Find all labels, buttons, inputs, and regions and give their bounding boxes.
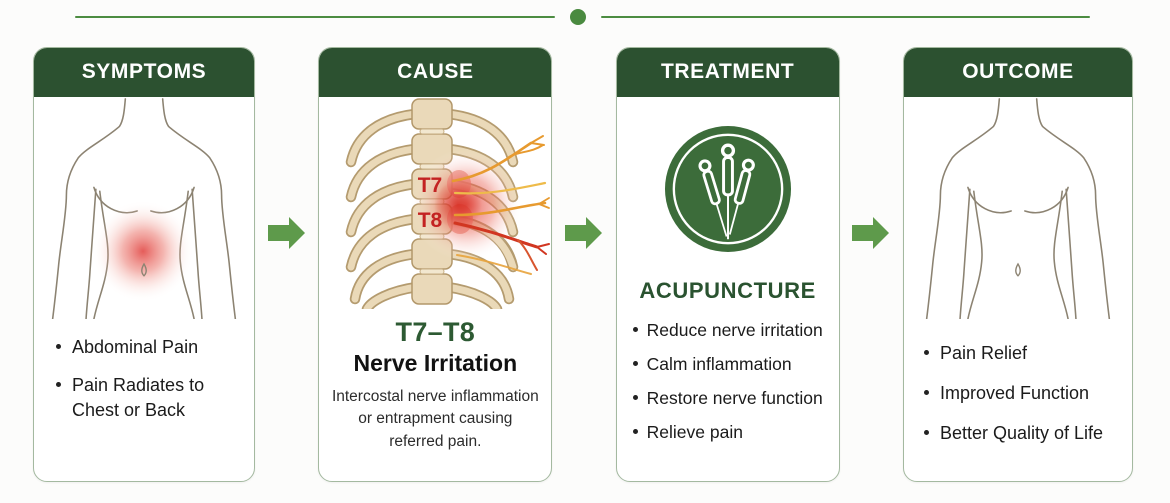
list-item: Calm inflammation: [632, 352, 833, 376]
bullet-icon: [56, 381, 61, 387]
torso-healthy-illustration: [925, 98, 1111, 319]
card-cause: CAUSE: [318, 47, 553, 482]
list-item: Pain Radiates to Chest or Back: [56, 373, 246, 423]
arrow-right-icon: [852, 217, 890, 249]
bullet-icon: [923, 350, 929, 355]
list-item-text: Better Quality of Life: [939, 422, 1104, 443]
pain-glow: [91, 200, 195, 303]
navel: [1015, 262, 1021, 277]
torso-pain-illustration: [51, 98, 237, 319]
treatment-list: Reduce nerve irritation Calm inflammatio…: [617, 304, 839, 455]
divider-line-left: [75, 16, 555, 18]
vertebra-label-t8: T8: [418, 209, 443, 232]
cause-description: Intercostal nerve inflammation or entrap…: [331, 388, 539, 450]
divider-dot: [570, 9, 586, 25]
list-item-text: Restore nerve function: [646, 388, 823, 409]
list-item-text: Reduce nerve irritation: [646, 320, 823, 340]
flow-step-gap: [552, 47, 615, 482]
cause-title: T7–T8: [395, 317, 476, 347]
list-item-text: Pain Radiates to Chest or Back: [72, 374, 205, 420]
bullet-icon: [632, 395, 638, 401]
intercostal-nerves: [452, 135, 551, 275]
card-symptoms-title: SYMPTOMS: [34, 48, 254, 97]
card-cause-title: CAUSE: [319, 48, 552, 97]
list-item-text: Improved Function: [939, 382, 1090, 403]
list-item-text: Pain Relief: [939, 343, 1028, 363]
vertebra-label-t7: T7: [418, 174, 443, 197]
bullet-icon: [632, 361, 638, 367]
navel: [141, 262, 147, 277]
cause-subtitle: Nerve Irritation: [353, 350, 518, 376]
arrow-right-icon: [267, 217, 305, 249]
flow-diagram: SYMPTOMS: [33, 47, 1133, 482]
card-outcome-title: OUTCOME: [903, 48, 1132, 97]
list-item: Relieve pain: [632, 420, 833, 444]
list-item: Improved Function: [923, 381, 1126, 406]
list-item: Reduce nerve irritation: [632, 318, 833, 342]
list-item-text: Abdominal Pain: [72, 337, 199, 357]
divider-line-right: [601, 16, 1090, 18]
inflammation-glow: [410, 149, 523, 261]
bullet-icon: [923, 389, 929, 395]
bullet-icon: [923, 429, 929, 435]
card-treatment-title: TREATMENT: [616, 48, 839, 97]
card-outcome: OUTCOME Pain Relief: [902, 47, 1133, 482]
acupuncture-needles-icon: [664, 125, 791, 253]
ribcage-spine-illustration: T7 T8: [346, 98, 551, 309]
outcome-list: Pain Relief Improved Function Better Qua…: [904, 319, 1132, 460]
list-item: Abdominal Pain: [56, 335, 246, 360]
list-item: Better Quality of Life: [923, 421, 1126, 446]
list-item-text: Relieve pain: [646, 422, 743, 443]
arrow-right-icon: [564, 217, 602, 249]
flow-step-gap: [255, 47, 318, 482]
list-item-text: Calm inflammation: [646, 354, 792, 375]
list-item: Restore nerve function: [632, 386, 833, 410]
bullet-icon: [56, 344, 61, 349]
symptoms-list: Abdominal Pain Pain Radiates to Chest or…: [34, 319, 254, 435]
card-symptoms: SYMPTOMS: [33, 47, 255, 482]
flow-step-gap: [840, 47, 903, 482]
bullet-icon: [632, 327, 638, 332]
treatment-method: ACUPUNCTURE: [639, 278, 816, 303]
list-item: Pain Relief: [923, 341, 1126, 366]
top-divider: [75, 9, 1090, 25]
card-treatment: TREATMENT: [615, 47, 840, 482]
bullet-icon: [632, 429, 638, 435]
